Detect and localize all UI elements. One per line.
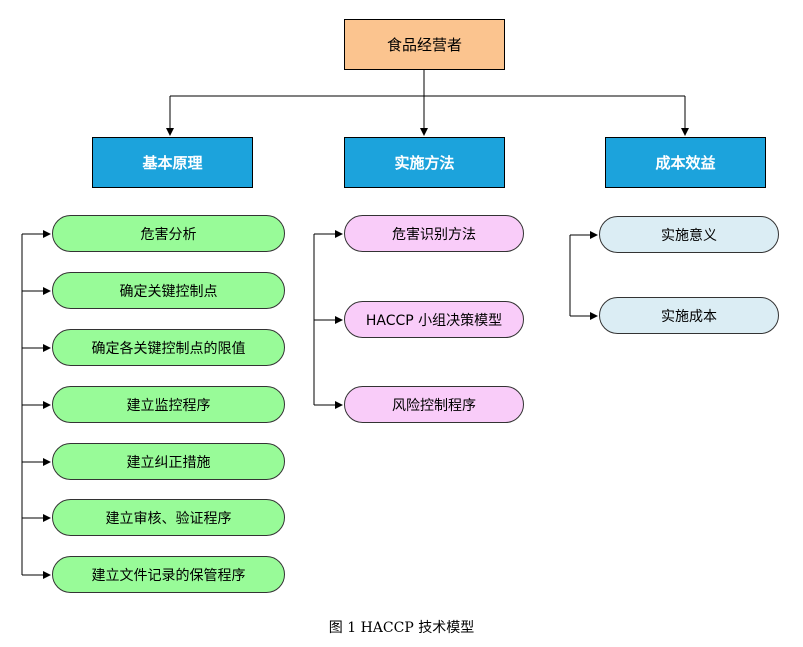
root-node: 食品经营者 xyxy=(344,19,505,70)
root-label: 食品经营者 xyxy=(386,36,462,54)
category-basic-principles: 基本原理 xyxy=(92,137,253,188)
principle-item: 建立纠正措施 xyxy=(52,443,285,480)
method-item-label: HACCP 小组决策模型 xyxy=(365,312,503,329)
principle-item-label: 建立文件记录的保管程序 xyxy=(91,567,246,584)
principle-item-label: 危害分析 xyxy=(140,226,197,243)
principle-item-label: 建立审核、验证程序 xyxy=(105,510,232,527)
method-item-label: 风险控制程序 xyxy=(392,397,476,414)
benefit-item-label: 实施成本 xyxy=(661,308,717,325)
principle-item: 确定各关键控制点的限值 xyxy=(52,329,285,366)
principle-item: 确定关键控制点 xyxy=(52,272,285,309)
category-label: 实施方法 xyxy=(394,154,455,172)
method-item: HACCP 小组决策模型 xyxy=(344,301,524,338)
figure-caption: 图 1 HACCP 技术模型 xyxy=(328,620,475,636)
method-item: 风险控制程序 xyxy=(344,386,524,423)
principle-item: 危害分析 xyxy=(52,215,285,252)
principle-item-label: 确定关键控制点 xyxy=(119,283,218,300)
benefit-item: 实施成本 xyxy=(599,297,779,334)
method-item: 危害识别方法 xyxy=(344,215,524,252)
method-item-label: 危害识别方法 xyxy=(392,226,476,243)
principle-item-label: 建立监控程序 xyxy=(126,397,211,414)
principle-item: 建立监控程序 xyxy=(52,386,285,423)
principle-item-label: 确定各关键控制点的限值 xyxy=(91,340,246,357)
category-label: 成本效益 xyxy=(655,154,716,172)
benefit-item-label: 实施意义 xyxy=(661,227,717,244)
principle-item: 建立文件记录的保管程序 xyxy=(52,556,285,593)
category-implementation-methods: 实施方法 xyxy=(344,137,505,188)
benefit-item: 实施意义 xyxy=(599,216,779,253)
category-cost-benefit: 成本效益 xyxy=(605,137,766,188)
principle-item: 建立审核、验证程序 xyxy=(52,499,285,536)
category-label: 基本原理 xyxy=(142,154,203,172)
principle-item-label: 建立纠正措施 xyxy=(126,454,211,471)
